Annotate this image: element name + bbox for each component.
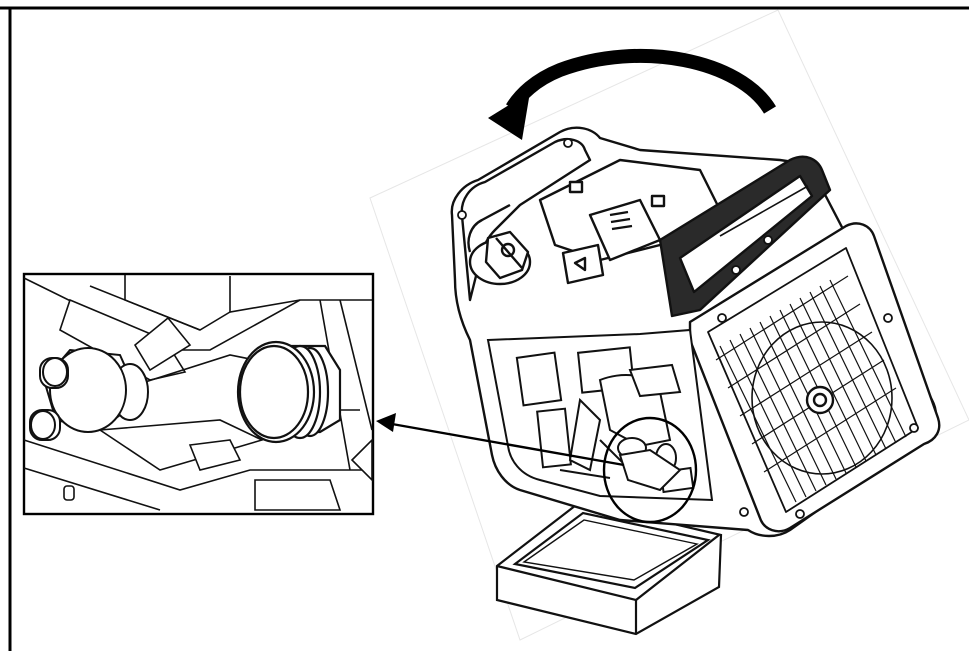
- panel-screws: [457, 138, 919, 519]
- drain-plug-detail: [22, 272, 375, 516]
- drain-plug-part: [617, 437, 682, 492]
- grille-hub: [805, 385, 835, 415]
- background-shadow: [369, 9, 969, 641]
- pointer-arrow-icon: [376, 413, 625, 467]
- figure-frame: [0, 6, 969, 651]
- oil-drain-tray: [495, 500, 723, 636]
- drain-plug-highlight-circle: [602, 416, 698, 524]
- curved-rotate-arrow-icon: [488, 48, 776, 140]
